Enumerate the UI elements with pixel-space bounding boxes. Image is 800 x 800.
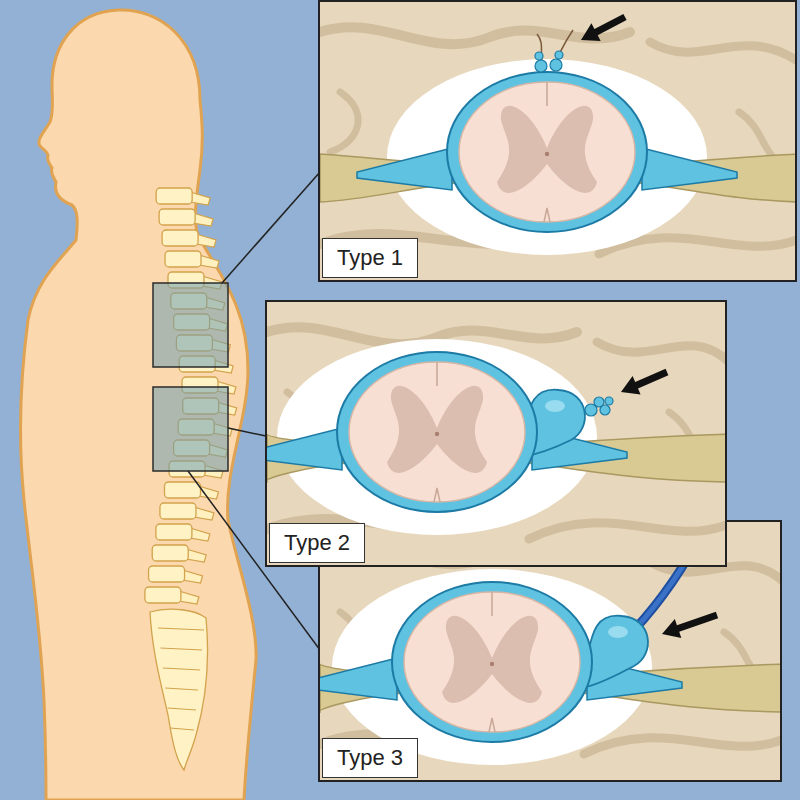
sacral-segment — [170, 728, 194, 730]
central-canal — [435, 432, 439, 436]
csf-droplet — [555, 51, 563, 59]
dural-sleeve — [357, 148, 452, 190]
spinous-process — [193, 213, 213, 226]
gray-matter — [437, 386, 487, 473]
dural-sleeve — [267, 428, 342, 470]
spinous-process — [186, 549, 206, 562]
median-sulcus — [546, 82, 548, 106]
sacrum — [150, 609, 208, 770]
vertebra — [149, 566, 185, 582]
gray-matter — [492, 616, 542, 703]
central-canal — [545, 152, 549, 156]
gray-matter — [547, 106, 597, 193]
highlight-box — [153, 387, 228, 471]
csf-droplet — [535, 60, 547, 72]
pointer-arrow — [621, 369, 668, 395]
sacral-segment — [160, 648, 202, 650]
type-label: Type 3 — [322, 738, 418, 778]
gray-matter — [387, 386, 437, 473]
gray-matter — [497, 106, 547, 193]
central-canal — [490, 662, 494, 666]
tissue-ground — [320, 2, 797, 282]
tissue-fold — [529, 523, 727, 539]
median-sulcus — [436, 362, 438, 386]
pointer-arrow — [662, 612, 718, 638]
leak-type-panel: Type 1 — [318, 0, 797, 282]
diverticulum-highlight — [608, 626, 628, 638]
gray-matter — [442, 616, 492, 703]
spinous-process — [199, 255, 219, 268]
leader-line — [222, 172, 320, 283]
spinous-process — [194, 507, 214, 520]
csf-droplet — [550, 59, 562, 71]
thecal-sac — [447, 72, 647, 232]
sacral-segment — [165, 688, 198, 690]
type-label: Type 2 — [269, 523, 365, 563]
leader-line — [228, 428, 266, 436]
vertebra — [159, 209, 195, 225]
pointer-arrow — [581, 14, 627, 41]
median-sulcus — [491, 592, 493, 616]
csf-droplet — [600, 405, 610, 415]
dural-sleeve — [642, 148, 737, 190]
spinous-process — [190, 528, 210, 541]
spinal-cord — [404, 592, 580, 732]
vertebra — [162, 230, 198, 246]
highlight-box — [153, 283, 228, 367]
body-silhouette — [21, 10, 257, 800]
vertebra — [145, 587, 181, 603]
spinous-process — [196, 234, 216, 247]
draining-vein — [634, 522, 712, 630]
vertebra — [160, 503, 196, 519]
leak-type-panel: Type 2 — [265, 300, 727, 567]
thecal-sac — [392, 582, 592, 742]
sacral-segment — [168, 708, 196, 710]
draining-vein — [634, 522, 712, 630]
tissue-ground — [320, 522, 782, 782]
spinal-cord — [349, 362, 525, 502]
vertebra — [156, 524, 192, 540]
sacral-segment — [158, 628, 204, 630]
csf-droplet — [605, 397, 613, 405]
vertebra — [152, 545, 188, 561]
dural-sleeve — [320, 658, 397, 700]
tissue-fold — [320, 547, 630, 564]
diverticulum-highlight — [545, 400, 565, 412]
vertebra — [165, 251, 201, 267]
anterior-fissure — [434, 488, 440, 502]
anterior-fissure — [544, 208, 550, 222]
vertebra — [156, 188, 192, 204]
spinal-cord — [459, 82, 635, 222]
tissue-fold — [320, 27, 630, 44]
anterior-fissure — [489, 718, 495, 732]
vertebra — [165, 482, 201, 498]
spinous-process — [199, 486, 219, 499]
thecal-sac — [337, 352, 537, 512]
spinous-process — [179, 591, 199, 604]
sacral-segment — [163, 668, 200, 670]
type-label: Type 1 — [322, 238, 418, 278]
spine — [145, 188, 237, 770]
tissue-fold — [330, 92, 358, 152]
csf-droplet — [535, 52, 543, 60]
tissue-fold — [584, 738, 782, 754]
tissue-fold — [650, 42, 797, 62]
spinous-process — [183, 570, 203, 583]
tissue-fold — [597, 342, 727, 362]
spinous-process — [190, 192, 210, 205]
